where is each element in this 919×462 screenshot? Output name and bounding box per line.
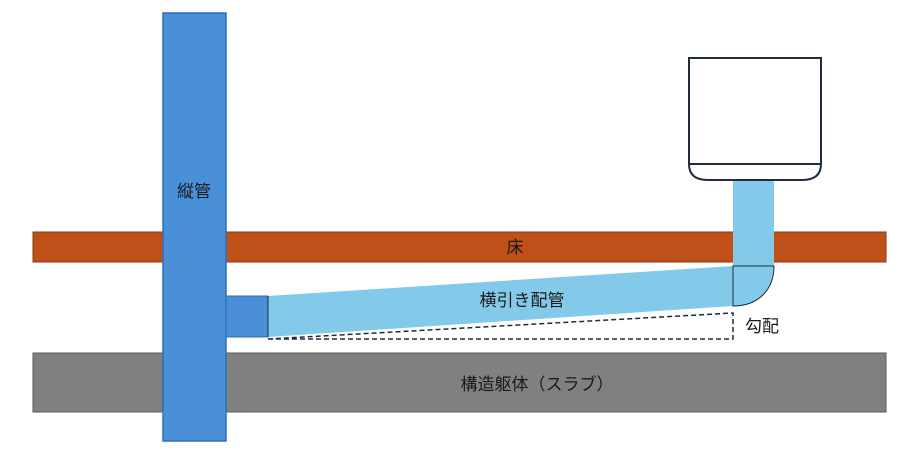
slope-indicator xyxy=(267,312,734,340)
fixture-drain-pipe xyxy=(733,180,774,266)
structural-slab xyxy=(32,352,887,413)
floor-label: 床 xyxy=(507,238,524,258)
fixture-body xyxy=(688,57,822,181)
horizontal-pipe xyxy=(268,266,733,337)
slab-label: 構造躯体（スラブ） xyxy=(461,374,614,395)
pipe-elbow xyxy=(732,265,775,307)
horizontal-pipe-label: 横引き配管 xyxy=(480,291,565,311)
vertical-pipe-label: 縦管 xyxy=(177,182,211,202)
pipe-connector xyxy=(225,295,269,338)
slope-label: 勾配 xyxy=(745,317,779,337)
vertical-main-pipe xyxy=(162,12,227,442)
